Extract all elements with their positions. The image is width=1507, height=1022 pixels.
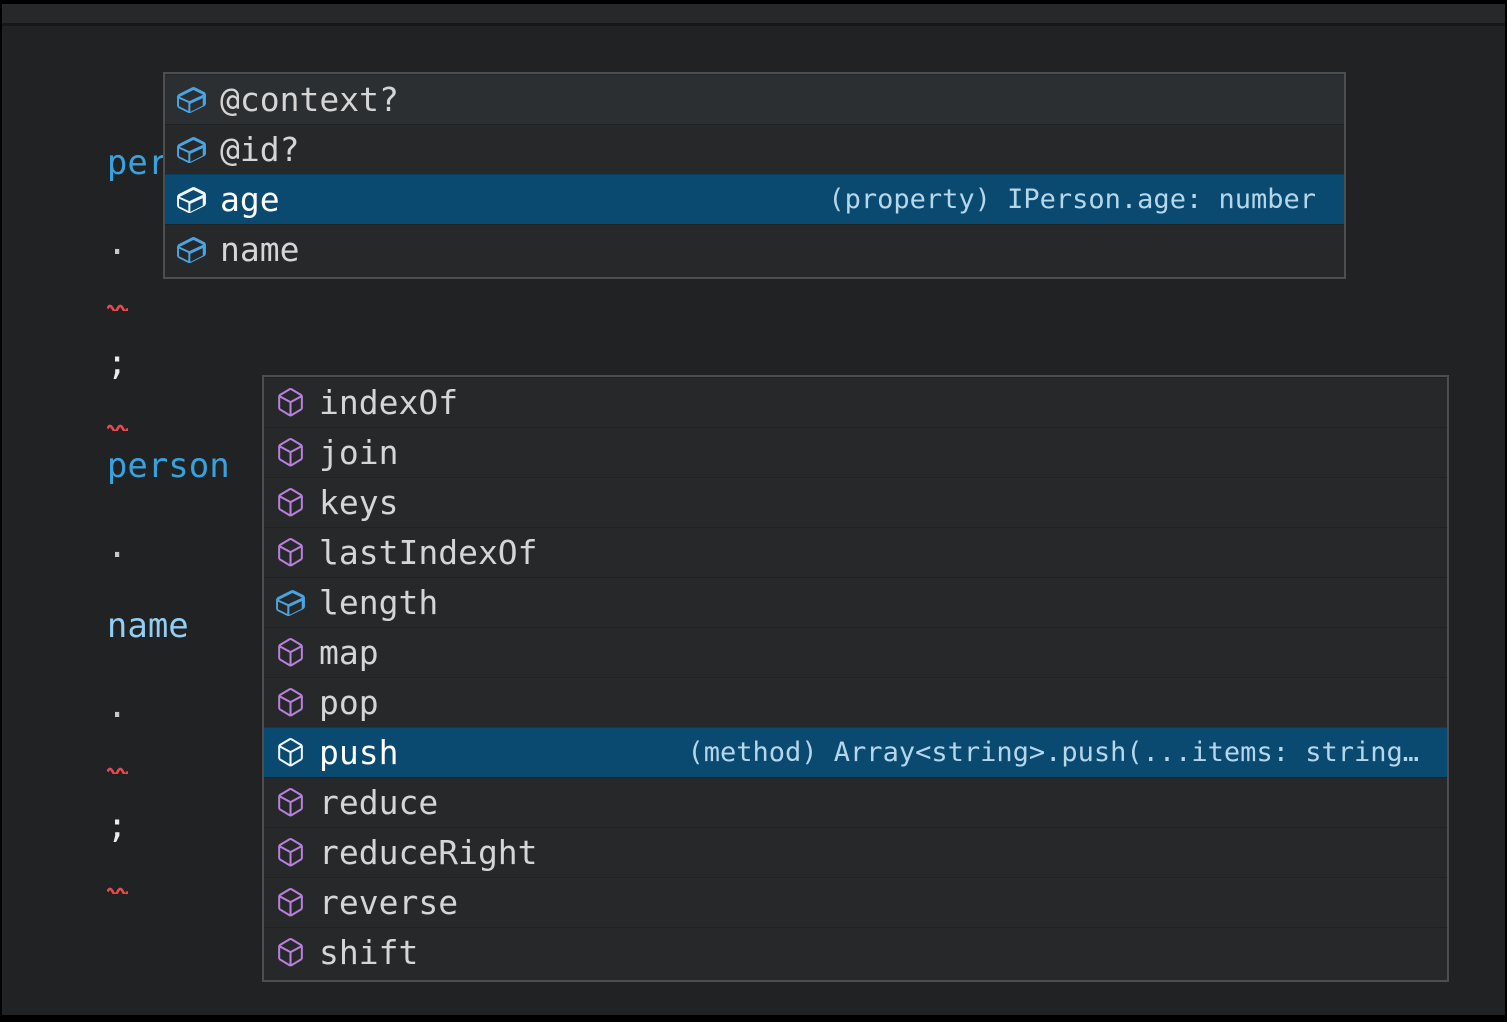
symbol-method-icon [274, 836, 307, 869]
symbol-method-icon [274, 686, 307, 719]
suggestion-detail: (method) Array<string>.push(...items: st… [687, 736, 1420, 768]
suggestion-label: reduceRight [319, 832, 538, 872]
code-token: . [106, 526, 128, 566]
symbol-field-icon [175, 183, 208, 216]
suggestion-detail: (property) IPerson.age: number [828, 183, 1316, 215]
suggestion-item[interactable]: @context? [165, 74, 1344, 124]
suggestion-item[interactable]: reverse [264, 877, 1447, 927]
suggestion-label: push [319, 732, 399, 772]
code-token: . [106, 686, 148, 774]
suggestion-item[interactable]: reduce [264, 777, 1447, 827]
error-squiggle-icon [106, 424, 128, 431]
suggestion-label: indexOf [319, 382, 459, 422]
symbol-field-icon [274, 586, 307, 619]
error-squiggle-icon [106, 887, 128, 894]
suggestion-label: map [319, 632, 379, 672]
symbol-method-icon [274, 736, 307, 769]
suggestion-label: keys [319, 482, 399, 522]
symbol-method-icon [274, 386, 307, 419]
suggestion-label: reduce [319, 782, 439, 822]
symbol-field-icon [175, 133, 208, 166]
symbol-method-icon [274, 886, 307, 919]
suggestion-item[interactable]: push (method) Array<string>.push(...item… [264, 727, 1447, 777]
suggestion-item[interactable]: shift [264, 927, 1447, 977]
suggestion-item[interactable]: @id? [165, 124, 1344, 174]
suggest-widget-2: indexOf join [262, 375, 1449, 982]
symbol-method-icon [274, 786, 307, 819]
suggestion-item[interactable]: pop [264, 677, 1447, 727]
suggestion-label: @id? [220, 129, 300, 169]
editor-top-band [2, 4, 1505, 26]
suggestion-label: length [319, 582, 439, 622]
symbol-field-icon [175, 83, 208, 116]
suggest-widget-1: @context? @id? [163, 72, 1346, 279]
suggestion-item[interactable]: length [264, 577, 1447, 627]
suggestion-label: lastIndexOf [319, 532, 538, 572]
code-token: . [106, 223, 148, 311]
symbol-method-icon [274, 636, 307, 669]
suggestion-item[interactable]: reduceRight [264, 827, 1447, 877]
symbol-method-icon [274, 936, 307, 969]
suggestion-label: @context? [220, 79, 399, 119]
suggestion-label: join [319, 432, 399, 472]
suggestion-item[interactable]: join [264, 427, 1447, 477]
suggestion-label: age [220, 179, 280, 219]
suggestion-label: shift [319, 932, 419, 972]
suggestion-item[interactable]: lastIndexOf [264, 527, 1447, 577]
suggestion-item[interactable]: map [264, 627, 1447, 677]
error-squiggle-icon [106, 767, 128, 774]
symbol-method-icon [274, 436, 307, 469]
code-line-2[interactable]: person . name . ; [25, 326, 230, 894]
symbol-method-icon [274, 536, 307, 569]
symbol-field-icon [175, 233, 208, 266]
code-token: name [106, 606, 189, 646]
code-token: ; [106, 806, 148, 894]
symbol-method-icon [274, 486, 307, 519]
code-line-1[interactable]: person . ; [25, 23, 230, 431]
code-token: ; [106, 343, 148, 431]
code-token: person [106, 446, 230, 486]
suggestion-item[interactable]: name [165, 224, 1344, 274]
error-squiggle-icon [106, 304, 128, 311]
suggestion-item[interactable]: indexOf [264, 377, 1447, 427]
suggestion-label: pop [319, 682, 379, 722]
suggestion-label: name [220, 229, 300, 269]
suggestion-label: reverse [319, 882, 459, 922]
suggestion-item[interactable]: keys [264, 477, 1447, 527]
suggestion-item[interactable]: age (property) IPerson.age: number [165, 174, 1344, 224]
